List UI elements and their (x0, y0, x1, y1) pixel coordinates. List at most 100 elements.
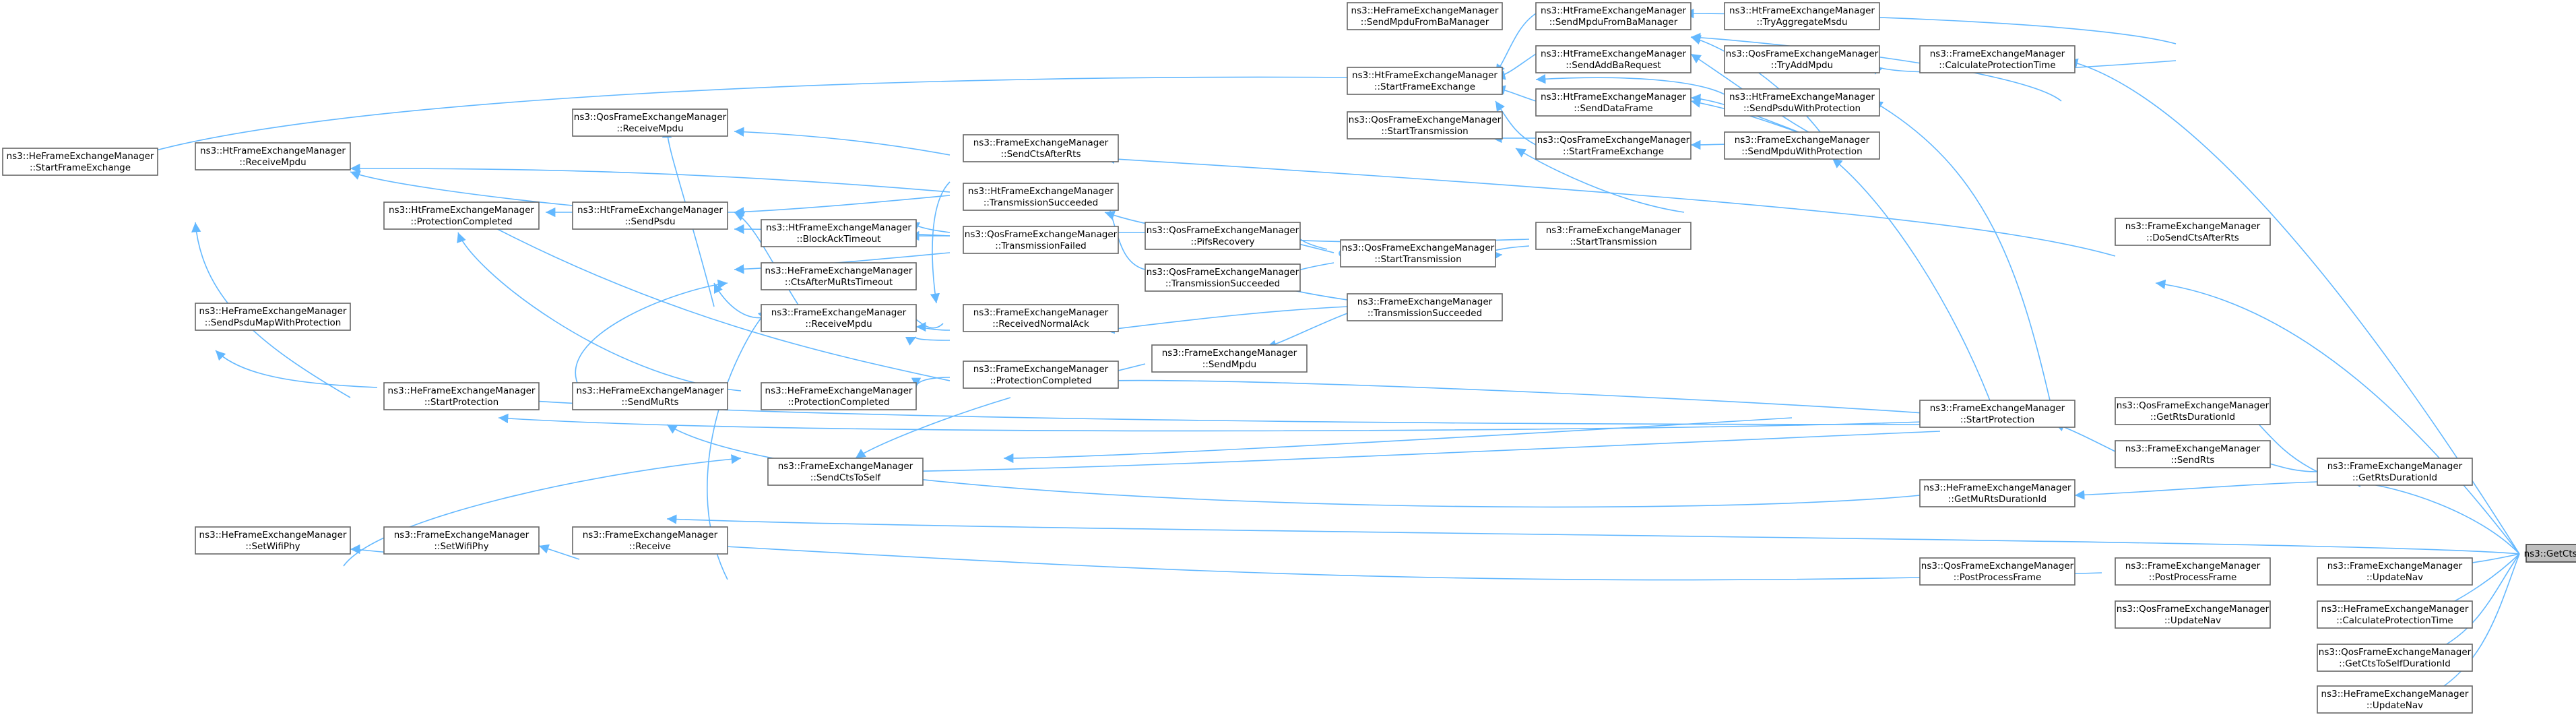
function-node[interactable]: ns3::HeFrameExchangeManager::StartProtec… (383, 382, 540, 410)
edge (1104, 375, 1941, 415)
node-box (2317, 557, 2473, 586)
function-node[interactable]: ns3::FrameExchangeManager::SendRts (2115, 440, 2271, 468)
function-node[interactable]: ns3::QosFrameExchangeManager::StartFrame… (1535, 131, 1692, 160)
function-node[interactable]: ns3::FrameExchangeManager::ProtectionCom… (963, 361, 1119, 389)
function-node[interactable]: ns3::HtFrameExchangeManager::BlockAckTim… (761, 219, 917, 247)
function-node[interactable]: ns3::FrameExchangeManager::StartTransmis… (1535, 222, 1692, 250)
node-label-line2: ::SendPsdu (624, 216, 675, 227)
edge (1872, 100, 2055, 422)
function-node[interactable]: ns3::FrameExchangeManager::StartProtecti… (1919, 400, 2075, 428)
function-node[interactable]: ns3::QosFrameExchangeManager::GetRtsDura… (2115, 397, 2271, 425)
node-box (1347, 67, 1503, 95)
node-label-line2: ::ProtectionCompleted (787, 397, 889, 408)
node-label-line2: ::TransmissionSucceeded (1165, 278, 1280, 289)
function-node[interactable]: ns3::HtFrameExchangeManager::SendDataFra… (1535, 88, 1692, 117)
function-node[interactable]: ns3::HeFrameExchangeManager::StartFrameE… (2, 148, 158, 176)
node-label-line2: ::CtsAfterMuRtsTimeout (785, 277, 893, 288)
function-node[interactable]: ns3::HtFrameExchangeManager::SendMpduFro… (1535, 2, 1692, 30)
edge (2424, 553, 2520, 698)
function-node[interactable]: ns3::QosFrameExchangeManager::TryAddMpdu (1724, 45, 1880, 73)
function-node[interactable]: ns3::QosFrameExchangeManager::StartTrans… (1347, 111, 1503, 139)
function-node[interactable]: ns3::HeFrameExchangeManager::ProtectionC… (761, 382, 917, 410)
function-node[interactable]: ns3::HtFrameExchangeManager::SendAddBaRe… (1535, 45, 1692, 73)
node-label-line1: ns3::QosFrameExchangeManager (1342, 243, 1495, 253)
function-node[interactable]: ns3::HtFrameExchangeManager::TryAggregat… (1724, 2, 1880, 30)
function-node[interactable]: ns3::FrameExchangeManager::GetRtsDuratio… (2317, 458, 2473, 486)
node-label-line1: ns3::FrameExchangeManager (2327, 561, 2463, 571)
function-node[interactable]: ns3::FrameExchangeManager::SendMpdu (1151, 344, 1308, 373)
function-node[interactable]: ns3::QosFrameExchangeManager::PifsRecove… (1145, 222, 1301, 250)
function-node[interactable]: ns3::FrameExchangeManager::UpdateNav (2317, 557, 2473, 586)
node-label-line2: ::SendPsduMapWithProtection (205, 317, 342, 328)
node-box (1535, 88, 1692, 117)
edge (1003, 417, 1793, 464)
function-node[interactable]: ns3::QosFrameExchangeManager::GetCtsToSe… (2317, 644, 2473, 672)
node-label-line1: ns3::HeFrameExchangeManager (2321, 689, 2469, 699)
node-label-line1: ns3::HtFrameExchangeManager (1352, 70, 1498, 81)
function-node[interactable]: ns3::QosFrameExchangeManager::Transmissi… (1145, 263, 1301, 292)
edge (713, 541, 2102, 581)
edge (905, 336, 951, 346)
edge (1104, 154, 2116, 257)
node-label-line1: ns3::FrameExchangeManager (1162, 348, 1297, 358)
function-node[interactable]: ns3::FrameExchangeManager::SendMpduWithP… (1724, 131, 1880, 160)
function-node[interactable]: ns3::QosFrameExchangeManager::StartTrans… (1340, 239, 1496, 268)
function-node[interactable]: ns3::HtFrameExchangeManager::Transmissio… (963, 183, 1119, 211)
function-node[interactable]: ns3::QosFrameExchangeManager::UpdateNav (2115, 600, 2271, 629)
node-box (195, 303, 351, 331)
function-node[interactable]: ns3::FrameExchangeManager::CalculateProt… (1919, 45, 2075, 73)
node-label-line2: ::SendMpduFromBaManager (1549, 17, 1678, 28)
function-node[interactable]: ns3::HeFrameExchangeManager::SendPsduMap… (195, 303, 351, 331)
function-node[interactable]: ns3::HeFrameExchangeManager::SetWifiPhy (195, 526, 351, 555)
function-node[interactable]: ns3::FrameExchangeManager::TransmissionS… (1347, 293, 1503, 321)
node-box (2115, 440, 2271, 468)
function-node[interactable]: ns3::FrameExchangeManager::SendCtsToSelf (767, 458, 924, 486)
edge (1104, 306, 1348, 334)
node-label-line1: ns3::QosFrameExchangeManager (965, 229, 1118, 240)
function-node[interactable]: ns3::HtFrameExchangeManager::SendPsduWit… (1724, 88, 1880, 117)
function-node[interactable]: ns3::FrameExchangeManager::Receive (572, 526, 728, 555)
node-label-line2: ::PostProcessFrame (2149, 572, 2237, 583)
function-node[interactable]: ns3::HtFrameExchangeManager::ReceiveMpdu (195, 142, 351, 170)
function-node[interactable]: ns3::HtFrameExchangeManager::ProtectionC… (383, 201, 540, 230)
edge (855, 397, 1011, 459)
target-node[interactable]: ns3::GetCtsSize (2524, 544, 2576, 563)
node-label-line2: ::ReceiveMpdu (616, 123, 683, 134)
function-node[interactable]: ns3::HtFrameExchangeManager::StartFrameE… (1347, 67, 1503, 95)
edge (350, 163, 951, 193)
node-label-line1: ns3::FrameExchangeManager (1930, 403, 2065, 414)
function-node[interactable]: ns3::FrameExchangeManager::ReceivedNorma… (963, 304, 1119, 332)
node-label-line1: ns3::HtFrameExchangeManager (1541, 92, 1686, 102)
function-node[interactable]: ns3::HeFrameExchangeManager::GetMuRtsDur… (1919, 479, 2075, 507)
function-node[interactable]: ns3::QosFrameExchangeManager::Transmissi… (963, 226, 1119, 254)
function-node[interactable]: ns3::FrameExchangeManager::SetWifiPhy (383, 526, 540, 555)
function-node[interactable]: ns3::FrameExchangeManager::ReceiveMpdu (761, 304, 917, 332)
function-node[interactable]: ns3::FrameExchangeManager::SendCtsAfterR… (963, 134, 1119, 162)
node-box (761, 382, 917, 410)
node-box (2317, 458, 2473, 486)
function-node[interactable]: ns3::HeFrameExchangeManager::CtsAfterMuR… (761, 262, 917, 290)
function-node[interactable]: ns3::HeFrameExchangeManager::UpdateNav (2317, 685, 2473, 714)
node-label-line2: ::ProtectionCompleted (990, 375, 1091, 386)
function-node[interactable]: ns3::HtFrameExchangeManager::SendPsdu (572, 201, 728, 230)
function-node[interactable]: ns3::QosFrameExchangeManager::ReceiveMpd… (572, 108, 728, 137)
edge (930, 181, 951, 304)
node-box (1340, 239, 1496, 268)
function-node[interactable]: ns3::QosFrameExchangeManager::PostProces… (1919, 557, 2075, 586)
function-node[interactable]: ns3::HeFrameExchangeManager::SendMuRts (572, 382, 728, 410)
function-node[interactable]: ns3::FrameExchangeManager::DoSendCtsAfte… (2115, 218, 2271, 246)
node-label-line1: ns3::QosFrameExchangeManager (1726, 49, 1879, 59)
function-node[interactable]: ns3::HeFrameExchangeManager::SendMpduFro… (1347, 2, 1503, 30)
edge (343, 454, 742, 567)
node-label-line2: ::Receive (629, 541, 671, 552)
node-box (2525, 544, 2576, 563)
node-label-line1: ns3::QosFrameExchangeManager (574, 112, 727, 123)
function-node[interactable]: ns3::FrameExchangeManager::PostProcessFr… (2115, 557, 2271, 586)
node-label-line2: ::ReceiveMpdu (239, 157, 306, 168)
node-label-line1: ns3::HeFrameExchangeManager (199, 306, 347, 317)
node-label-line2: ::DoSendCtsAfterRts (2146, 232, 2239, 243)
function-node[interactable]: ns3::HeFrameExchangeManager::CalculatePr… (2317, 600, 2473, 629)
node-box (2, 148, 158, 176)
